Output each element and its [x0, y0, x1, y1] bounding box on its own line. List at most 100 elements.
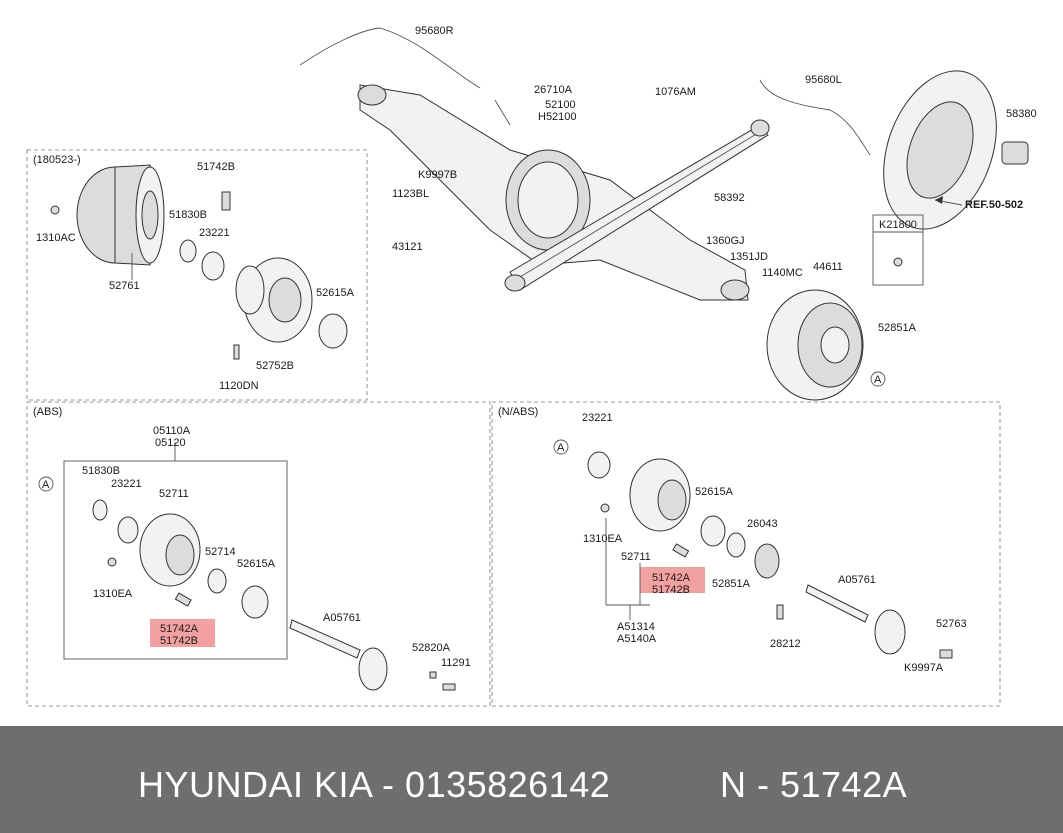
brake-drum-52761: [76, 164, 165, 266]
k21800-kit-box: [872, 214, 924, 286]
bearing-23221-nabs: [587, 451, 611, 479]
label-26043: 26043: [747, 518, 778, 530]
hub-assembly-nabs: [629, 458, 691, 532]
label-1351JD: 1351JD: [730, 251, 768, 263]
bolt-11291: [442, 683, 456, 691]
label-1120DN: 1120DN: [219, 380, 259, 392]
ring-52851a-nabs: [726, 532, 746, 558]
footer-part-code: N - 51742A: [720, 764, 908, 805]
label-26710A: 26710A: [534, 84, 573, 96]
label-52615A-top: 52615A: [316, 287, 355, 299]
axle-shaft-abs: [289, 619, 388, 691]
label-ref-50-502: REF.50-502: [965, 199, 1023, 211]
svg-text:A: A: [557, 442, 565, 454]
label-23221-abs: 23221: [111, 478, 142, 490]
label-51830B-top: 51830B: [169, 209, 207, 221]
label-K9997A: K9997A: [904, 662, 944, 674]
section-frame-nabs: [491, 401, 1001, 707]
label-52763: 52763: [936, 618, 967, 630]
circle-a-marker-top: A: [870, 371, 886, 387]
bolt-1120dn: [233, 344, 240, 360]
label-1360GJ: 1360GJ: [706, 235, 745, 247]
section-label-nabs: (N/ABS): [498, 406, 538, 418]
hub-52752b: [235, 257, 313, 343]
label-51742A-abs: 51742A: [160, 623, 199, 635]
washer-52820a: [429, 671, 437, 679]
tone-ring-26043: [754, 543, 780, 579]
label-51830B-abs: 51830B: [82, 465, 120, 477]
label-11291: 11291: [441, 657, 471, 669]
label-51742B-nabs: 51742B: [652, 584, 690, 596]
wheel-cylinder: [1001, 141, 1029, 165]
label-1310EA-abs: 1310EA: [93, 588, 133, 600]
section-label-abs: (ABS): [33, 406, 62, 418]
label-52711-abs: 52711: [159, 488, 189, 500]
label-52615A-nabs: 52615A: [695, 486, 734, 498]
label-05120: 05120: [155, 437, 186, 449]
label-H52100: H52100: [538, 111, 577, 123]
label-23221-top: 23221: [199, 227, 230, 239]
label-1123BL: 1123BL: [392, 188, 429, 200]
ref-arrow: [934, 196, 963, 206]
circle-a-marker-abs: A: [38, 476, 54, 492]
label-1310EA-nabs: 1310EA: [583, 533, 623, 545]
label-51742B-abs: 51742B: [160, 635, 198, 647]
label-95680R: 95680R: [415, 25, 454, 37]
stud-51742-abs: [174, 592, 192, 607]
highlight-51742a-nabs: [640, 567, 705, 593]
label-1140MC: 1140MC: [762, 267, 803, 279]
label-1076AM: 1076AM: [655, 86, 696, 98]
brake-backing-plate: [883, 70, 997, 230]
leader-lines: [131, 99, 650, 620]
label-A05761-nabs: A05761: [838, 574, 876, 586]
label-52711-nabs: 52711: [621, 551, 651, 563]
label-K21800: K21800: [879, 219, 917, 231]
bolt-28212: [776, 604, 784, 620]
footer-bar: HYUNDAI KIA - 0135826142 N - 51742A: [0, 726, 1063, 833]
label-A05761-abs: A05761: [323, 612, 361, 624]
bearing-52615a-nabs: [700, 515, 726, 547]
axle-shaft-nabs: [805, 584, 906, 655]
label-52851A-nabs: 52851A: [712, 578, 751, 590]
label-44611: 44611: [813, 261, 843, 273]
abs-sensor-cable-right: [299, 27, 481, 89]
label-05110A: 05110A: [153, 425, 191, 437]
seal-51830b-abs: [92, 499, 108, 521]
abs-sensor-cable-left: [759, 79, 871, 156]
footer-brand-partnumber: HYUNDAI KIA - 0135826142: [138, 764, 611, 805]
leaf-spring: [504, 119, 770, 292]
ring-52714: [207, 568, 227, 594]
label-52714: 52714: [205, 546, 236, 558]
assembly-box-abs: [63, 460, 288, 660]
svg-text:A: A: [874, 374, 882, 386]
label-A51314: A51314: [617, 621, 655, 633]
nut-1310ac: [50, 205, 60, 215]
section-frame-abs: [26, 401, 491, 707]
stud-51742-nabs: [672, 543, 690, 558]
label-52752B: 52752B: [256, 360, 294, 372]
label-51742B-top: 51742B: [197, 161, 235, 173]
label-K9997B: K9997B: [418, 169, 457, 181]
bearing-23221-abs: [117, 516, 139, 544]
label-95680L: 95680L: [805, 74, 842, 86]
bearing-23221-top: [201, 251, 225, 281]
label-43121: 43121: [392, 241, 423, 253]
label-A5140A: A5140A: [617, 633, 657, 645]
svg-text:A: A: [42, 479, 50, 491]
bearing-52615a-top: [318, 313, 348, 349]
bearing-52615a-abs: [241, 585, 269, 619]
nut-1310ea-nabs: [600, 503, 610, 513]
label-51742A-nabs: 51742A: [652, 572, 691, 584]
label-52761: 52761: [109, 280, 140, 292]
rear-axle-housing: [357, 84, 750, 301]
label-52615A-abs: 52615A: [237, 558, 276, 570]
label-1310AC: 1310AC: [36, 232, 76, 244]
highlight-51742a-abs: [150, 619, 215, 647]
bolt-51742b: [221, 191, 231, 211]
label-52820A: 52820A: [412, 642, 451, 654]
label-52851A: 52851A: [878, 322, 917, 334]
section-label-180523: (180523-): [33, 154, 81, 166]
parts-diagram: (180523-) (ABS) (N/ABS): [26, 25, 1037, 707]
hub-assembly-abs: [139, 513, 201, 587]
nut-1310ea-abs: [107, 557, 117, 567]
